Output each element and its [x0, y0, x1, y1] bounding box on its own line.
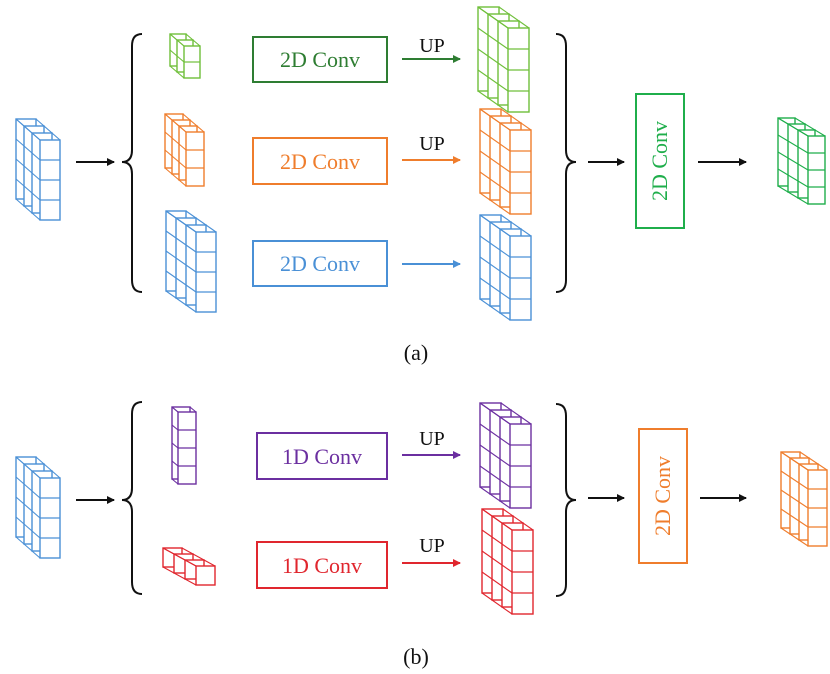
upsampled-feature-map-icon: [479, 402, 532, 509]
horizontal-strip-feature-map-icon: [162, 547, 216, 586]
downsampled-feature-map-icon: [169, 33, 201, 79]
upsampled-feature-map-icon: [481, 508, 534, 615]
input-feature-map-icon: [15, 456, 61, 559]
full-resolution-feature-map-icon: [165, 210, 217, 313]
fusion-conv-label: 2D Conv: [650, 456, 675, 536]
conv-box: [256, 432, 388, 480]
conv-label: 2D Conv: [280, 149, 360, 174]
output-feature-map-icon: [780, 451, 828, 547]
left-brace-icon: [121, 401, 143, 595]
output-branch-feature-map-icon: [479, 214, 532, 321]
fusion-conv-box: [635, 93, 685, 229]
up-label: UP: [419, 35, 445, 57]
conv-box: [256, 541, 388, 589]
right-brace-icon: [555, 33, 577, 293]
panel-a-caption: (a): [404, 340, 428, 365]
upsampled-feature-map-icon: [477, 6, 530, 113]
conv-box: [252, 36, 388, 83]
conv-box: [252, 240, 388, 287]
up-label: UP: [419, 133, 445, 155]
panel-a: 2D Conv UP 2D Conv UP 2D Conv 2D Conv (a…: [15, 6, 826, 365]
up-label: UP: [419, 428, 445, 450]
panel-b: 1D Conv UP 1D Conv UP 2D Conv (b): [15, 401, 828, 669]
conv-label: 2D Conv: [280, 251, 360, 276]
output-feature-map-icon: [777, 117, 826, 205]
up-label: UP: [419, 535, 445, 557]
vertical-strip-feature-map-icon: [171, 406, 197, 485]
fusion-conv-label: 2D Conv: [647, 121, 672, 201]
conv-box: [252, 137, 388, 185]
conv-label: 1D Conv: [282, 444, 362, 469]
input-feature-map-icon: [15, 118, 61, 221]
conv-label: 1D Conv: [282, 553, 362, 578]
conv-label: 2D Conv: [280, 47, 360, 72]
upsampled-feature-map-icon: [479, 108, 532, 215]
panel-b-caption: (b): [403, 644, 429, 669]
left-brace-icon: [121, 33, 143, 293]
right-brace-icon: [555, 403, 577, 597]
fusion-conv-box: [638, 428, 688, 564]
downsampled-feature-map-icon: [164, 113, 205, 187]
